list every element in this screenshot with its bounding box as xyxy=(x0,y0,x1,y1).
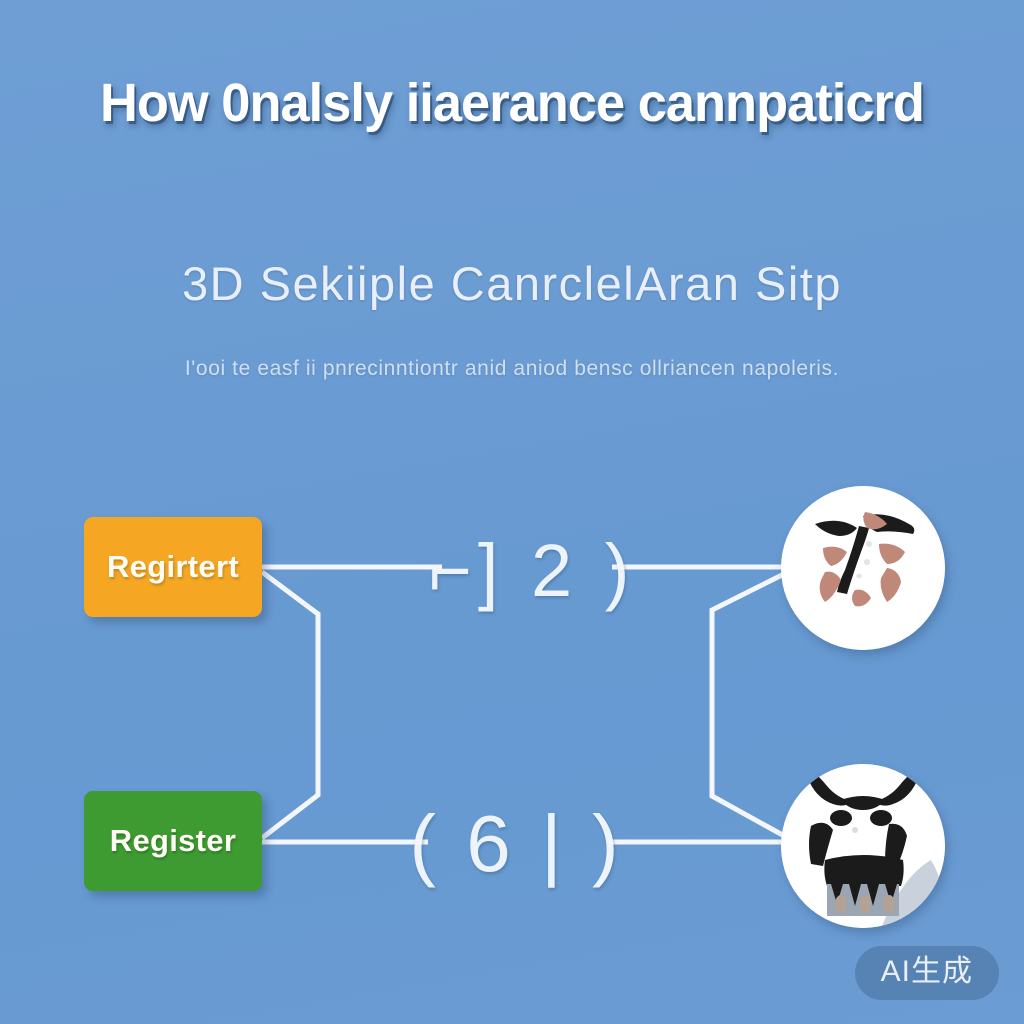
node-register[interactable]: Register xyxy=(84,791,262,891)
horned-face-icon[interactable] xyxy=(781,764,945,928)
page-description: I'ooi te easf ii pnrecinntiontr anid ani… xyxy=(184,357,840,380)
glyph-cluster-top: ⌐] 2 ) xyxy=(428,528,636,612)
page-subtitle: 3D Sekiiple CanrclelAran Sitp xyxy=(181,257,842,310)
page-title: How 0nalsly iiaerance cannpaticrd xyxy=(100,73,925,133)
node-register-pending[interactable]: Regirtert xyxy=(84,517,262,617)
abstract-figure-icon[interactable] xyxy=(781,486,945,650)
node-register-pending-label: Regirtert xyxy=(107,549,239,584)
ai-generated-watermark: AI生成 xyxy=(854,946,999,1000)
node-register-label: Register xyxy=(109,823,237,858)
glyph-cluster-bottom: ( 6 | ) xyxy=(409,799,623,888)
